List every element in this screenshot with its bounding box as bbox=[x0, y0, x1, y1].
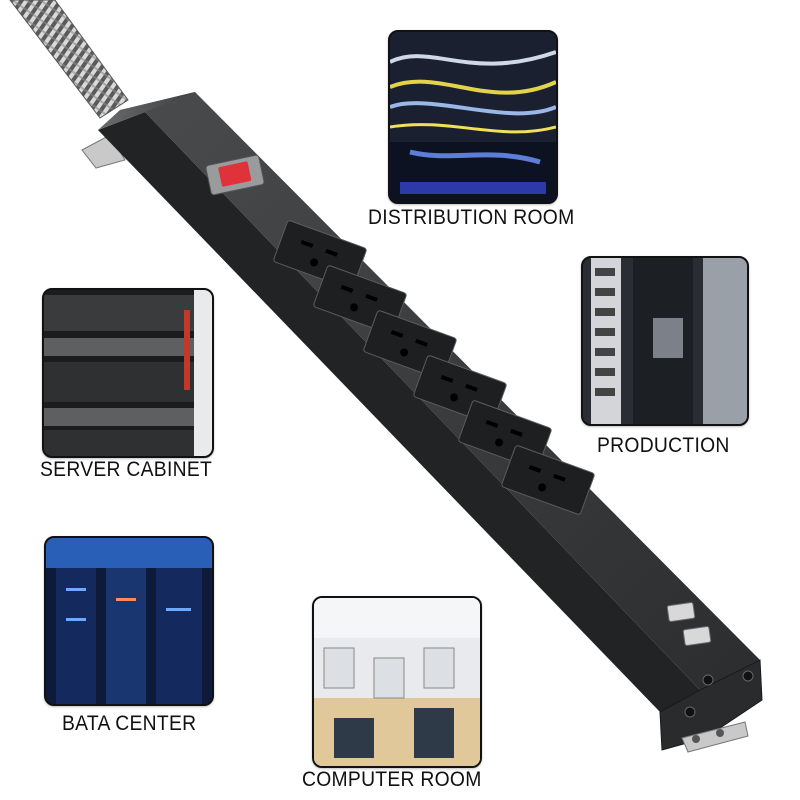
usb-port-icon bbox=[682, 626, 712, 646]
strip-end-cap bbox=[659, 659, 763, 751]
outlet bbox=[501, 445, 595, 515]
outlets bbox=[273, 220, 595, 515]
distribution-room-photo bbox=[388, 30, 558, 204]
braided-cord bbox=[9, 0, 129, 119]
production-photo bbox=[581, 256, 749, 426]
data-center-caption: BATA CENTER bbox=[62, 712, 197, 735]
computer-room-caption: COMPUTER ROOM bbox=[302, 768, 482, 791]
server-cabinet-photo bbox=[42, 288, 214, 458]
distribution-room-caption: DISTRIBUTION ROOM bbox=[368, 206, 575, 229]
computer-room-photo bbox=[312, 596, 482, 768]
strip-side-face bbox=[98, 112, 700, 712]
power-switch bbox=[205, 154, 265, 196]
production-caption: PRODUCTION bbox=[597, 434, 730, 457]
data-center-photo bbox=[44, 536, 214, 706]
server-cabinet-caption: SERVER CABINET bbox=[40, 458, 213, 481]
usb-ports bbox=[666, 602, 712, 646]
usb-port-icon bbox=[666, 602, 696, 622]
bottom-mounting-bracket bbox=[681, 721, 749, 753]
strip-top-cap bbox=[98, 92, 195, 130]
